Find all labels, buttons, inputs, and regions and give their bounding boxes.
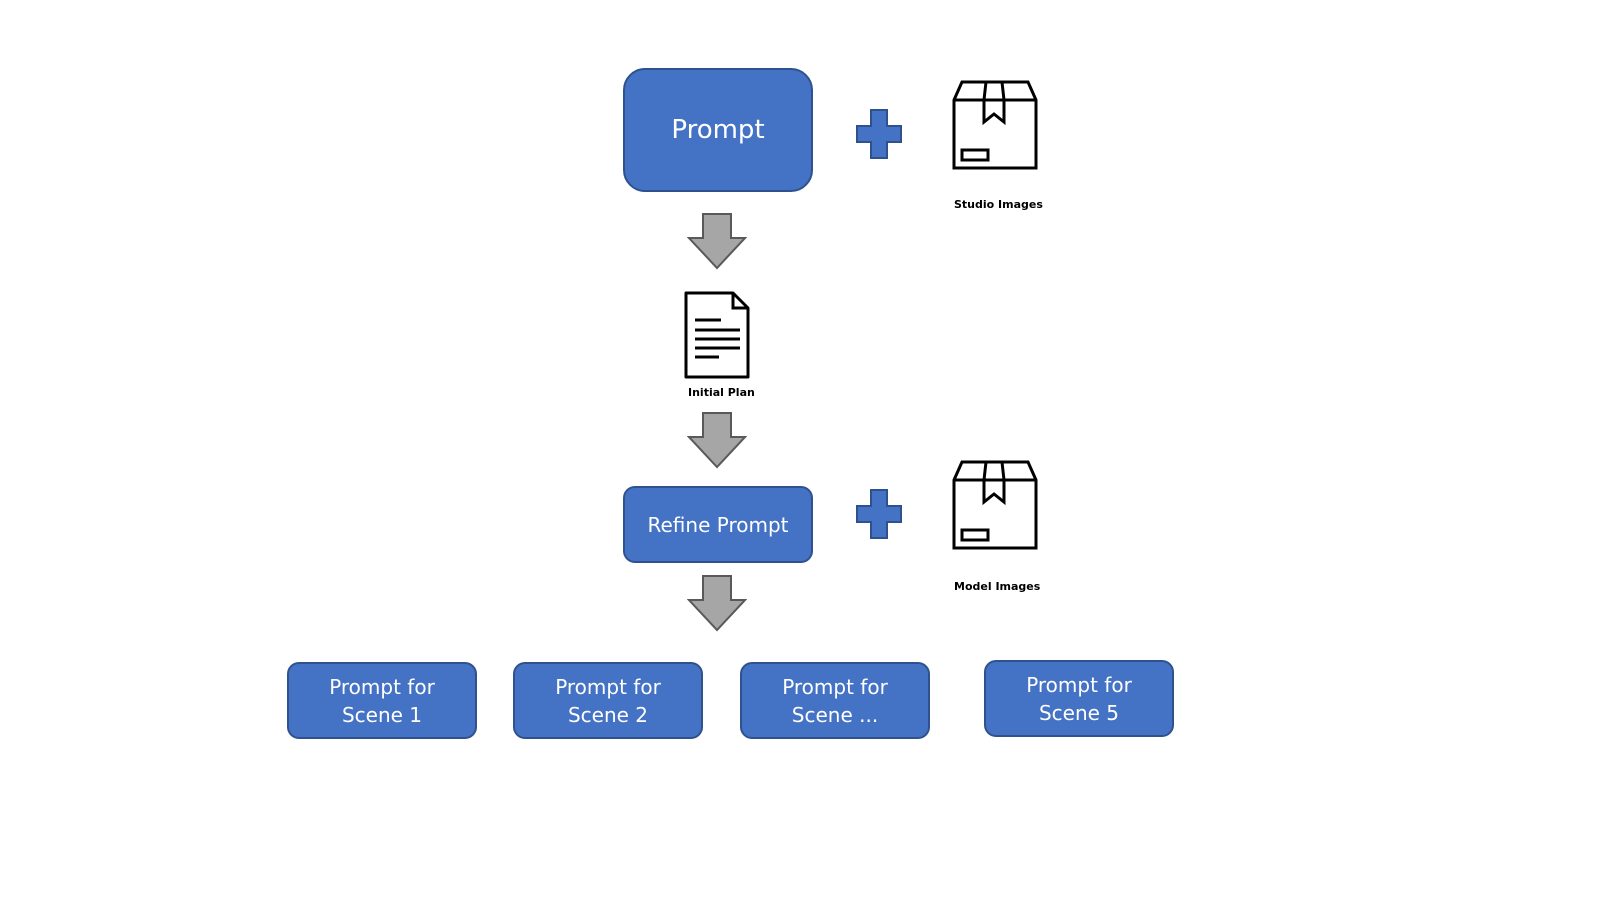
- scene-5-prompt-node: Prompt for Scene 5: [984, 660, 1174, 737]
- scene-node-line1: Prompt for: [1026, 672, 1132, 697]
- document-icon: [684, 291, 750, 379]
- prompt-node: Prompt: [623, 68, 813, 192]
- initial-plan-caption: Initial Plan: [688, 386, 755, 399]
- scene-node-line2: Scene ...: [791, 702, 879, 727]
- scene-node-line1: Prompt for: [329, 674, 435, 699]
- model-images-caption: Model Images: [954, 580, 1041, 593]
- down-arrow-icon: [687, 412, 747, 469]
- scene-ellipsis-prompt-node: Prompt for Scene ...: [740, 662, 930, 739]
- scene-node-line2: Scene 5: [1038, 700, 1120, 725]
- scene-1-prompt-node: Prompt for Scene 1: [287, 662, 477, 739]
- studio-images-caption: Studio Images: [954, 198, 1043, 211]
- scene-node-line2: Scene 1: [341, 702, 423, 727]
- box-package-icon: [952, 80, 1038, 170]
- down-arrow-icon: [687, 575, 747, 632]
- refine-prompt-node: Refine Prompt: [623, 486, 813, 563]
- scene-node-line1: Prompt for: [555, 674, 661, 699]
- down-arrow-icon: [687, 213, 747, 270]
- scene-2-prompt-node: Prompt for Scene 2: [513, 662, 703, 739]
- scene-node-line1: Prompt for: [782, 674, 888, 699]
- refine-prompt-label: Refine Prompt: [647, 512, 789, 537]
- plus-icon: [856, 109, 902, 159]
- prompt-node-label: Prompt: [671, 115, 765, 145]
- plus-icon: [856, 489, 902, 539]
- box-package-icon: [952, 460, 1038, 550]
- scene-node-line2: Scene 2: [567, 702, 649, 727]
